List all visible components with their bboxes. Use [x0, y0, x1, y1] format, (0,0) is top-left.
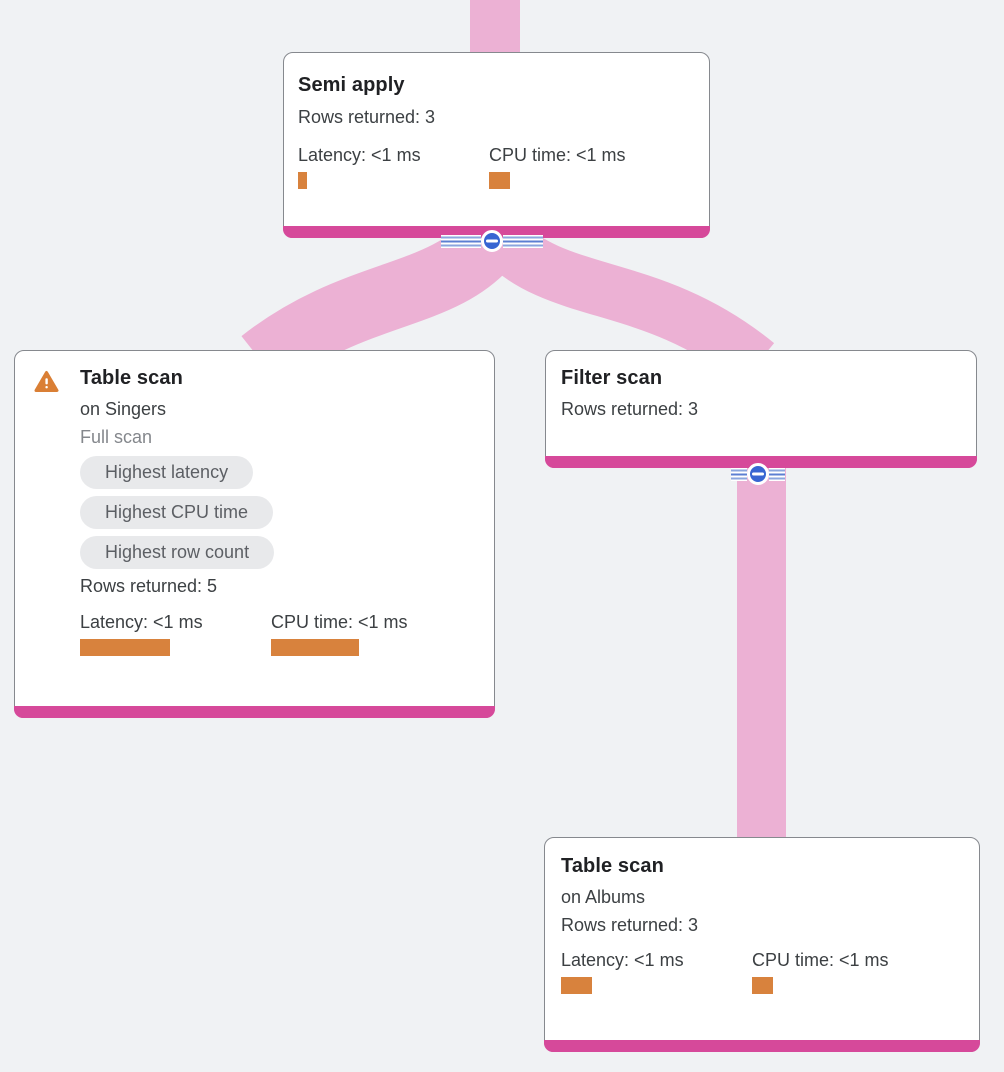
cpu-time-label: CPU time: <1 ms [752, 950, 889, 970]
edge-filter-scan-to-table-scan-albums [737, 468, 786, 845]
cpu-time-bar [271, 639, 359, 656]
collapse-button-semi-apply[interactable] [441, 230, 543, 252]
rows-returned-text: Rows returned: 3 [561, 399, 699, 419]
node-title: Semi apply [298, 74, 405, 96]
node-filter-scan[interactable]: Filter scan Rows returned: 3 [545, 350, 977, 468]
collapse-stripe-left [731, 467, 747, 481]
collapse-minus-icon[interactable] [747, 463, 769, 485]
node-semi-apply[interactable]: Semi apply Rows returned: 3 Latency: <1 … [283, 52, 710, 238]
rows-returned-text: Rows returned: 3 [561, 915, 699, 935]
latency-bar [561, 977, 592, 994]
node-title: Table scan [80, 367, 183, 389]
collapse-stripe-left [441, 234, 481, 248]
warning-triangle-icon [34, 371, 59, 392]
latency-label: Latency: <1 ms [298, 145, 421, 165]
collapse-stripe-right [769, 467, 785, 481]
node-accent-bar [14, 706, 495, 718]
cpu-time-label: CPU time: <1 ms [271, 612, 408, 632]
node-table-scan-singers[interactable]: Table scan on Singers Full scan Highest … [14, 350, 495, 718]
edge-parent-to-semi-apply [470, 0, 520, 58]
collapse-button-filter-scan[interactable] [731, 463, 785, 485]
rows-returned-text: Rows returned: 5 [80, 576, 218, 596]
scan-target-text: on Albums [561, 887, 646, 907]
collapse-stripe-right [503, 234, 543, 248]
rows-returned-text: Rows returned: 3 [298, 107, 436, 127]
badge-highest-cpu-time: Highest CPU time [80, 496, 274, 529]
badge-highest-row-count: Highest row count [80, 536, 275, 569]
latency-bar [80, 639, 170, 656]
latency-label: Latency: <1 ms [80, 612, 203, 632]
latency-label: Latency: <1 ms [561, 950, 684, 970]
cpu-time-bar [752, 977, 773, 994]
node-accent-bar [544, 1040, 980, 1052]
node-accent-bar [545, 456, 977, 468]
cpu-time-label: CPU time: <1 ms [489, 145, 626, 165]
node-title: Filter scan [561, 367, 663, 389]
cpu-time-bar [489, 172, 510, 189]
edge-semi-apply-to-table-scan-singers [241, 216, 519, 389]
latency-bar [298, 172, 307, 189]
node-table-scan-albums[interactable]: Table scan on Albums Rows returned: 3 La… [544, 837, 980, 1052]
badge-highest-latency: Highest latency [80, 456, 254, 489]
scan-target-text: on Singers [80, 399, 167, 419]
collapse-minus-icon[interactable] [481, 230, 503, 252]
node-title: Table scan [561, 855, 664, 877]
edge-semi-apply-to-filter-scan [480, 218, 775, 386]
scan-type-text: Full scan [80, 427, 153, 447]
